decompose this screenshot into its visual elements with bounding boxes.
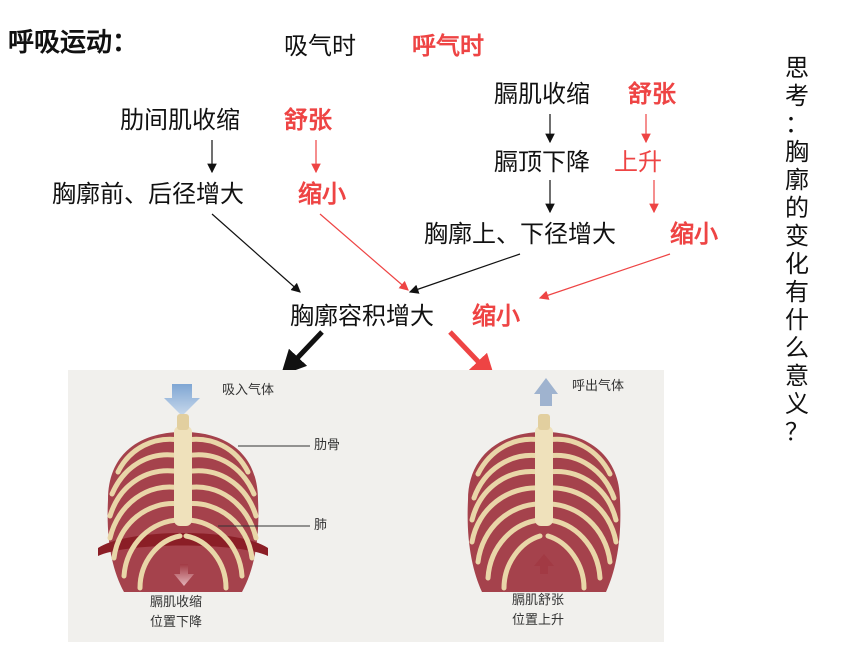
diaphragm-down-arrow — [174, 564, 194, 586]
front-back-diameter-increase: 胸廓前、后径增大 — [52, 180, 244, 208]
inhale-heading: 吸气时 — [284, 32, 356, 60]
question-char: 思 — [785, 54, 809, 82]
arrow-left-decrease-to-volume — [319, 213, 409, 291]
intercostal-muscle-contract: 肋间肌收缩 — [120, 106, 240, 134]
exhale-air-label: 呼出气体 — [572, 379, 625, 394]
top-bottom-diameter-increase: 胸廓上、下径增大 — [424, 220, 616, 248]
diaphragm-contract: 膈肌收缩 — [494, 80, 590, 108]
front-back-diameter-decrease: 缩小 — [298, 180, 346, 208]
question-char: 廓 — [785, 166, 809, 194]
bold-arrow-to-exhale-figure — [448, 330, 496, 380]
question-char: 考 — [785, 82, 809, 110]
dome-lower: 膈顶下降 — [494, 148, 590, 176]
intercostal-muscle-relax: 舒张 — [284, 106, 332, 134]
question-char: 变 — [785, 222, 809, 250]
exhale-air-arrow — [534, 378, 558, 406]
arrow-right-result-to-volume — [408, 253, 521, 294]
ribcage-contracted — [467, 414, 621, 592]
side-question: 思 考 ： 胸 廓 的 变 化 有 什 么 意 义 ？ — [780, 54, 814, 446]
question-char: ： — [785, 110, 809, 138]
question-char: 的 — [785, 194, 809, 222]
arrow-right-decrease-to-volume — [538, 253, 671, 300]
question-char: ？ — [785, 418, 809, 446]
question-char: 化 — [785, 250, 809, 278]
bold-arrow-to-inhale-figure — [280, 330, 324, 376]
dome-rise: 上升 — [614, 148, 662, 176]
left-caption-line1: 膈肌收缩 — [150, 595, 203, 610]
arrow-left-result-to-volume — [211, 213, 301, 293]
thorax-volume-decrease: 缩小 — [472, 302, 520, 330]
rib-label: 肋骨 — [314, 438, 341, 453]
ribcage-illustration — [98, 378, 621, 592]
inhale-air-arrow — [164, 384, 200, 416]
question-char: 胸 — [785, 138, 809, 166]
question-char: 么 — [785, 334, 809, 362]
right-caption-line2: 位置上升 — [512, 613, 565, 628]
page-title: 呼吸运动： — [8, 28, 139, 58]
ribcage-figure: 吸入气体 呼出气体 肋骨 肺 膈肌收缩 位置下降 膈肌舒张 位置上升 — [68, 370, 664, 642]
inhale-air-label: 吸入气体 — [222, 383, 275, 398]
right-caption-line1: 膈肌舒张 — [512, 593, 565, 608]
question-char: 什 — [785, 306, 809, 334]
question-char: 义 — [785, 390, 809, 418]
ribcage-expanded — [98, 414, 268, 592]
question-char: 意 — [785, 362, 809, 390]
exhale-heading: 呼气时 — [412, 32, 484, 60]
thorax-volume-increase: 胸廓容积增大 — [290, 302, 434, 330]
question-char: 有 — [785, 278, 809, 306]
diaphragm-up-arrow — [534, 554, 554, 574]
top-bottom-diameter-decrease: 缩小 — [670, 220, 718, 248]
lung-label: 肺 — [314, 518, 328, 533]
left-caption-line2: 位置下降 — [150, 615, 203, 630]
diaphragm-relax: 舒张 — [628, 80, 676, 108]
